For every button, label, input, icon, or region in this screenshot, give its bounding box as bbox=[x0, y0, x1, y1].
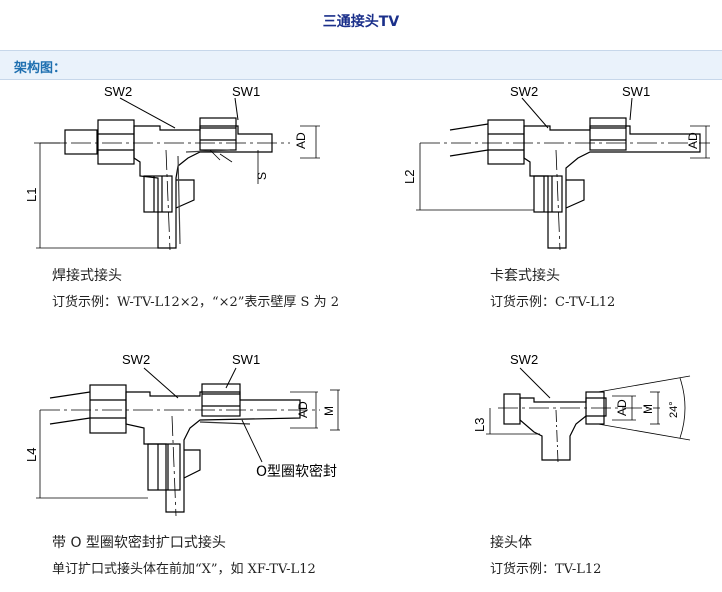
section-header: 架构图： bbox=[0, 50, 722, 80]
order-body: 订货示例：TV-L12 bbox=[490, 562, 602, 577]
label-ad-2: AD bbox=[686, 132, 700, 149]
page-title: 三通接头TV bbox=[322, 14, 400, 30]
label-sw2-3: SW2 bbox=[122, 352, 150, 367]
caption-body: 接头体 bbox=[490, 535, 532, 551]
label-s-1: S bbox=[255, 172, 269, 180]
order-flared: 单订扩口式接头体在前加“X”，如 XF-TV-L12 bbox=[52, 562, 316, 577]
drawing-body bbox=[486, 367, 691, 463]
label-l4: L4 bbox=[24, 448, 39, 462]
label-sw1-3: SW1 bbox=[232, 352, 260, 367]
caption-compression: 卡套式接头 bbox=[490, 268, 560, 284]
label-l2: L2 bbox=[402, 170, 417, 184]
label-ad-3: AD bbox=[296, 401, 310, 418]
label-ad-4: AD bbox=[615, 399, 629, 416]
label-oring: O型圈软密封 bbox=[256, 463, 337, 480]
order-compression: 订货示例：C-TV-L12 bbox=[490, 295, 616, 310]
order-welded: 订货示例：W-TV-L12×2，“×2”表示壁厚 S 为 2 bbox=[52, 295, 339, 310]
label-sw1-1: SW1 bbox=[232, 84, 260, 99]
caption-welded: 焊接式接头 bbox=[52, 268, 122, 284]
label-l3: L3 bbox=[472, 418, 487, 432]
label-m-3: M bbox=[322, 406, 336, 416]
label-l1: L1 bbox=[24, 188, 39, 202]
label-sw2-2: SW2 bbox=[510, 84, 538, 99]
label-sw2-1: SW2 bbox=[104, 84, 132, 99]
drawing-flared-oring bbox=[36, 367, 340, 517]
drawing-welded bbox=[34, 97, 320, 251]
label-m-4: M bbox=[641, 404, 655, 414]
label-sw1-2: SW1 bbox=[622, 84, 650, 99]
label-ad-1: AD bbox=[294, 132, 308, 149]
label-angle: 24° bbox=[668, 401, 680, 418]
section-label: 架构图： bbox=[14, 61, 67, 76]
drawing-compression bbox=[416, 97, 710, 251]
caption-flared: 带 O 型圈软密封扩口式接头 bbox=[52, 535, 226, 551]
label-sw2-4: SW2 bbox=[510, 352, 538, 367]
